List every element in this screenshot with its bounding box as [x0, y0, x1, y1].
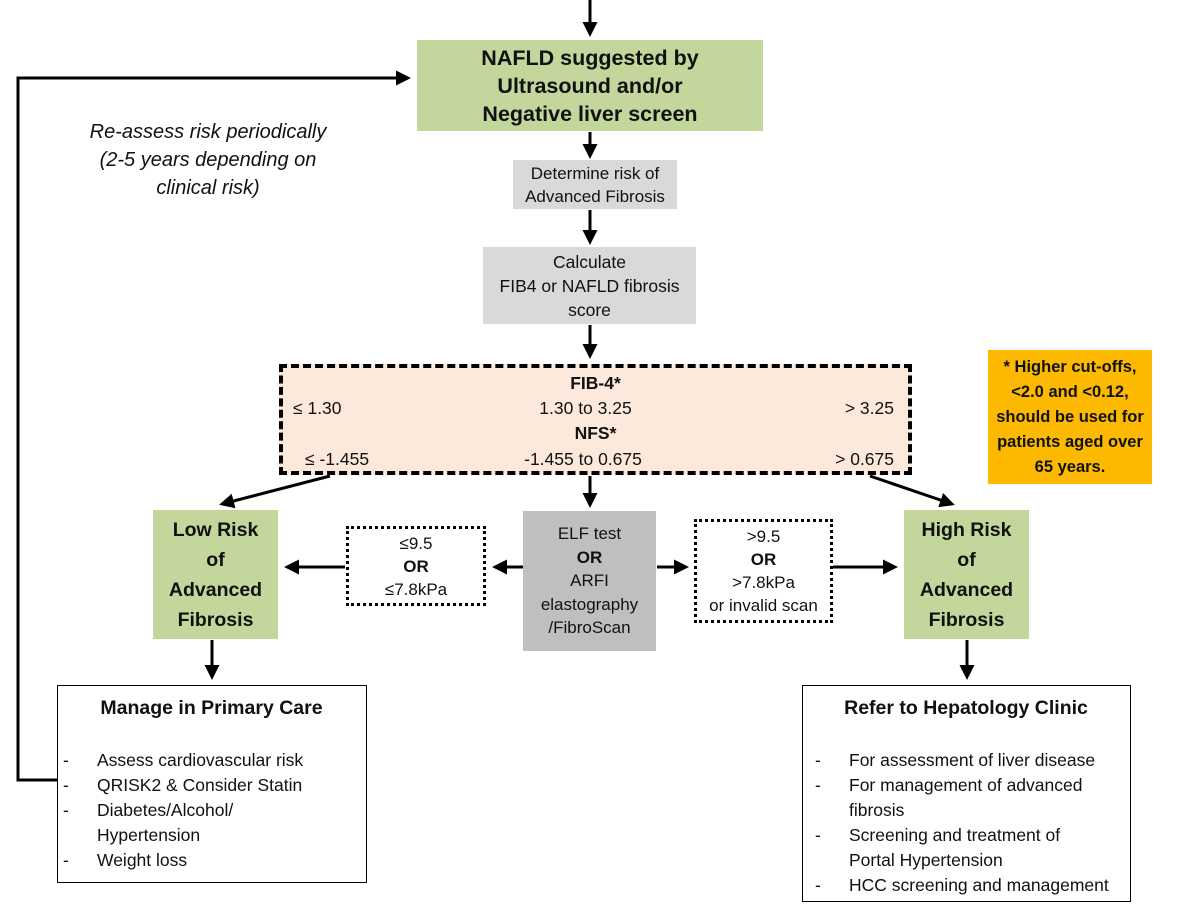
determine-risk-box: Determine risk of Advanced Fibrosis: [513, 160, 677, 209]
arrow-scores-to-high-risk: [869, 474, 955, 508]
elf-line-4: elastography: [540, 594, 639, 614]
low-risk-box: Low Risk of Advanced Fibrosis: [153, 510, 278, 639]
low-threshold-value-elf: ≤9.5: [399, 533, 433, 553]
calculate-score-box: Calculate FIB4 or NAFLD fibrosis score: [483, 247, 696, 324]
high-risk-line-3: Advanced: [919, 578, 1014, 601]
high-threshold-value-kpa: >7.8kPa: [732, 573, 795, 592]
high-risk-line-2: of: [957, 548, 976, 571]
determine-line-1: Determine risk of: [530, 163, 660, 183]
primary-care-title: Manage in Primary Care: [100, 697, 323, 719]
determine-line-2: Advanced Fibrosis: [525, 186, 665, 206]
fib4-low-range: ≤ 1.30: [293, 398, 342, 418]
list-item: -HCC screening and management: [815, 875, 1109, 895]
nfs-low-range: ≤ -1.455: [305, 449, 370, 469]
elf-line-3: ARFI: [570, 571, 609, 591]
nafld-line-1: NAFLD suggested by: [481, 45, 699, 70]
list-item: -Assess cardiovascular risk: [63, 750, 304, 770]
cutoff-line-2: <2.0 and <0.12,: [1011, 382, 1129, 401]
low-risk-line-1: Low Risk: [172, 518, 259, 541]
arrow-scores-to-low-risk: [219, 474, 331, 509]
low-threshold-value-kpa: ≤7.8kPa: [384, 579, 448, 599]
nafld-line-2: Ultrasound and/or: [497, 73, 683, 98]
calculate-line-2: FIB4 or NAFLD fibrosis: [499, 275, 680, 296]
nafld-box: NAFLD suggested by Ultrasound and/or Neg…: [417, 40, 763, 131]
elf-line-1: ELF test: [557, 524, 622, 544]
list-item: -For assessment of liver disease: [815, 750, 1096, 770]
high-threshold-box: >9.5 OR >7.8kPa or invalid scan: [694, 519, 833, 623]
hepatology-list: -For assessment of liver disease -For ma…: [815, 748, 1130, 898]
reassess-line-1: Re-assess risk periodically: [89, 121, 327, 143]
low-risk-line-4: Fibrosis: [177, 608, 254, 631]
list-item: -Diabetes/Alcohol/Hypertension: [63, 800, 234, 845]
primary-care-box: Manage in Primary Care -Assess cardiovas…: [57, 685, 367, 883]
nafld-line-3: Negative liver screen: [482, 101, 698, 126]
elf-test-box: ELF test OR ARFI elastography /FibroScan: [523, 511, 656, 651]
cutoff-note: * Higher cut-offs, <2.0 and <0.12, shoul…: [988, 350, 1152, 484]
hepatology-title: Refer to Hepatology Clinic: [844, 697, 1088, 719]
cutoff-line-1: * Higher cut-offs,: [1003, 357, 1137, 376]
elf-line-5: /FibroScan: [548, 618, 631, 638]
reassess-line-3: clinical risk): [156, 177, 260, 199]
fib4-title: FIB-4*: [570, 373, 621, 393]
cutoff-line-3: should be used for: [996, 407, 1144, 426]
high-risk-line-4: Fibrosis: [928, 608, 1005, 631]
fib4-mid-range: 1.30 to 3.25: [539, 398, 632, 418]
fibrosis-scores-box: FIB-4* ≤ 1.30 1.30 to 3.25 > 3.25 NFS* ≤…: [279, 364, 912, 475]
high-risk-box: High Risk of Advanced Fibrosis: [904, 510, 1029, 639]
nfs-mid-range: -1.455 to 0.675: [524, 449, 642, 469]
reassess-note: Re-assess risk periodically (2-5 years d…: [60, 116, 356, 204]
elf-or: OR: [576, 547, 603, 567]
hepatology-box: Refer to Hepatology Clinic -For assessme…: [802, 685, 1131, 902]
high-threshold-or: OR: [750, 550, 777, 569]
low-risk-line-2: of: [206, 548, 225, 571]
list-item: -Weight loss: [63, 850, 188, 870]
primary-care-list: -Assess cardiovascular risk -QRISK2 & Co…: [63, 748, 363, 873]
high-threshold-invalid-scan: or invalid scan: [709, 596, 818, 615]
high-risk-line-1: High Risk: [921, 518, 1012, 541]
cutoff-line-4: patients aged over: [997, 432, 1143, 451]
list-item: -QRISK2 & Consider Statin: [63, 775, 303, 795]
low-threshold-box: ≤9.5 OR ≤7.8kPa: [346, 526, 486, 606]
nfs-title: NFS*: [574, 423, 617, 443]
calculate-line-3: score: [568, 299, 611, 320]
high-threshold-value-elf: >9.5: [746, 527, 781, 546]
low-threshold-or: OR: [403, 556, 429, 576]
nfs-high-range: > 0.675: [835, 449, 894, 469]
cutoff-line-5: 65 years.: [1034, 457, 1106, 476]
low-risk-line-3: Advanced: [168, 578, 263, 601]
fib4-high-range: > 3.25: [844, 398, 894, 418]
reassess-line-2: (2-5 years depending on: [99, 149, 317, 171]
feedback-loop-line: [16, 70, 411, 782]
calculate-line-1: Calculate: [553, 251, 626, 272]
